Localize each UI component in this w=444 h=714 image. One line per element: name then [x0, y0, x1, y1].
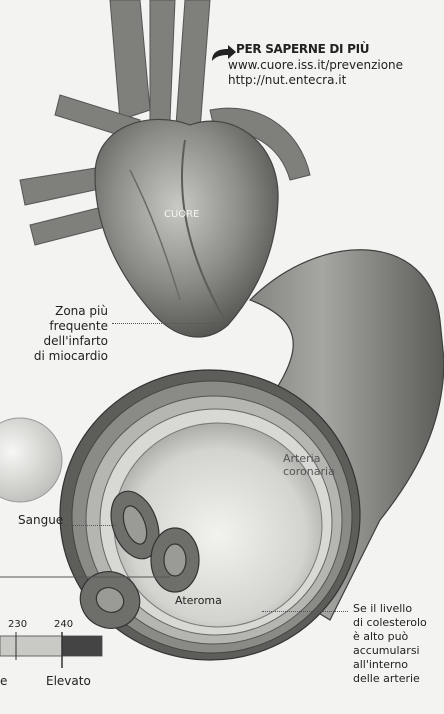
infarct-zone-line-4: di miocardio: [18, 349, 108, 364]
infarct-zone-label: Zona più frequente dell'infarto di mioca…: [18, 304, 108, 364]
infarct-zone-line-3: dell'infarto: [18, 334, 108, 349]
heart-label: CUORE: [164, 209, 199, 220]
cholesterol-particle: [0, 418, 62, 502]
cholesterol-note-line-6: delle arterie: [353, 672, 427, 686]
blood-leader-line: [64, 525, 116, 526]
infarct-zone-leader-line: [112, 323, 230, 324]
atheroma-leader-line: [262, 611, 348, 612]
blood-label: Sangue: [18, 513, 63, 528]
artery-label-line-1: Arteria: [283, 452, 335, 465]
atheroma-label: Ateroma: [175, 593, 222, 608]
heart-shape: [95, 119, 278, 337]
scale-tick-240: 240: [54, 619, 73, 630]
more-info-link-iss[interactable]: www.cuore.iss.it/prevenzione: [228, 58, 403, 73]
cholesterol-note-line-2: di colesterolo: [353, 616, 427, 630]
more-info-title: PER SAPERNE DI PIÙ: [236, 42, 369, 56]
scale-tick-230: 230: [8, 619, 27, 630]
more-info-link-entecra[interactable]: http://nut.entecra.it: [228, 73, 346, 88]
cholesterol-note: Se il livello di colesterolo è alto può …: [353, 602, 427, 686]
cholesterol-note-line-5: all'interno: [353, 658, 427, 672]
scale-high-label: Elevato: [46, 674, 91, 689]
infarct-zone-line-2: frequente: [18, 319, 108, 334]
scale-left-label: e: [0, 674, 7, 689]
cholesterol-note-line-1: Se il livello: [353, 602, 427, 616]
infarct-zone-line-1: Zona più: [18, 304, 108, 319]
artery-label-line-2: coronaria: [283, 465, 335, 478]
cholesterol-note-line-4: accumularsi: [353, 644, 427, 658]
cholesterol-note-line-3: è alto può: [353, 630, 427, 644]
artery-label: Arteria coronaria: [283, 452, 335, 478]
